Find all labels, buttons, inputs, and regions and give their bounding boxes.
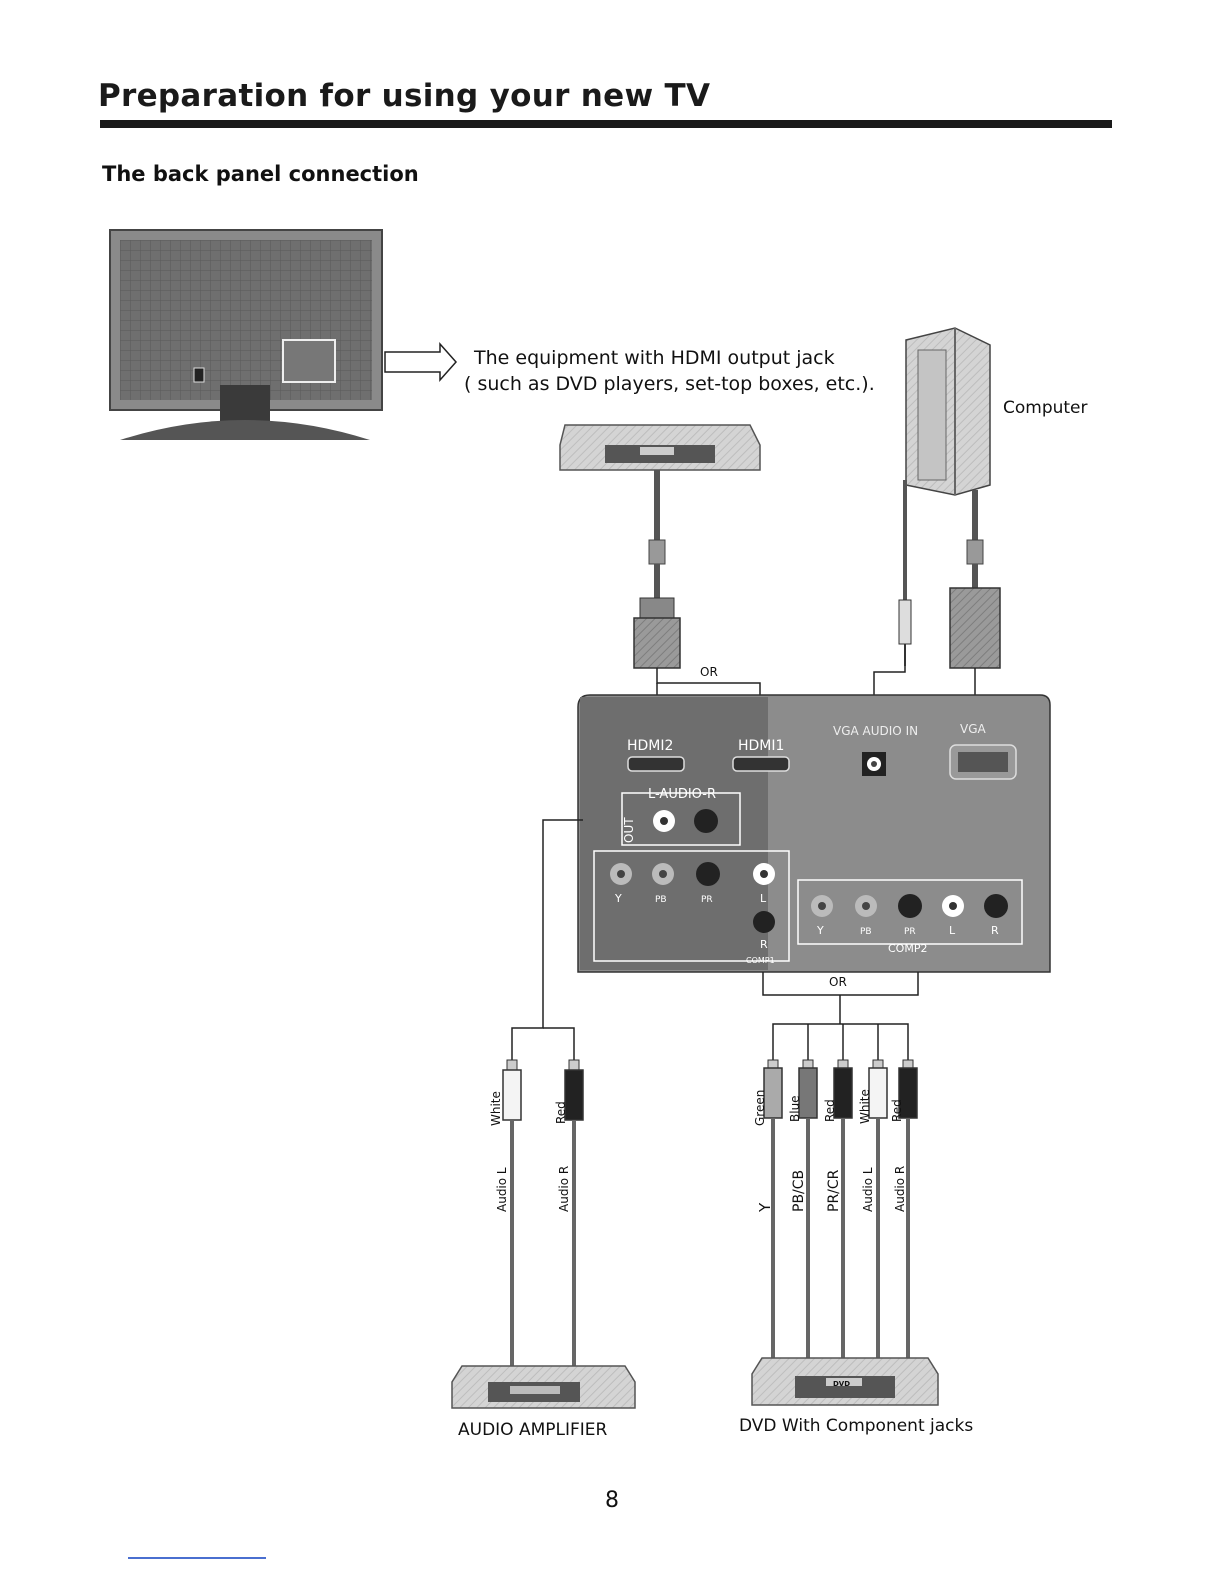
comp1-y-jack	[610, 863, 632, 885]
hdmi2-label: HDMI2	[627, 738, 673, 754]
computer-label: Computer	[1003, 398, 1088, 418]
amp-cable-red	[564, 1059, 584, 1368]
comp1-l-jack	[753, 863, 775, 885]
amp-cable-white	[502, 1059, 522, 1368]
comp2-label: COMP2	[888, 942, 927, 955]
vga-label: VGA	[960, 722, 987, 736]
hdmi1-port	[732, 756, 790, 772]
comp2-y-label: Y	[816, 924, 824, 937]
comp2-pr-jack	[898, 894, 922, 918]
comp2-l-jack	[942, 895, 964, 917]
audio-amplifier-image	[451, 1365, 636, 1409]
dvd-component-label: DVD With Component jacks	[739, 1416, 973, 1436]
comp1-l-label: L	[760, 892, 767, 905]
dvd-cable-green	[763, 1059, 783, 1360]
vga-audio-in-port	[862, 752, 886, 776]
dvd-cable-green-color: Green	[753, 1090, 767, 1126]
vga-audio-cable	[873, 480, 912, 760]
title-rule	[100, 120, 1112, 128]
or-bottom: OR	[829, 975, 847, 989]
hdmi-dvd-player-image	[559, 424, 761, 471]
footer-link[interactable]	[128, 1557, 266, 1559]
dvd-cable-red-color: Red	[823, 1099, 837, 1122]
page-number: 8	[605, 1488, 619, 1513]
dvd-badge: DVD	[833, 1380, 850, 1388]
audio-out-frame	[621, 792, 741, 846]
page-title: Preparation for using your new TV	[98, 78, 711, 114]
comp2-l-label: L	[949, 924, 956, 937]
hdmi1-label: HDMI1	[738, 738, 784, 754]
dvd-cable-audio-r-signal: Audio R	[893, 1166, 907, 1212]
audio-out-l-jack	[653, 810, 675, 832]
audio-out-line	[511, 819, 583, 1060]
out-label: OUT	[622, 817, 636, 843]
comp2-pr-label: PR	[904, 927, 916, 937]
comp2-y-jack	[811, 895, 833, 917]
comp1-pr-jack	[696, 862, 720, 886]
comp1-pb-jack	[652, 863, 674, 885]
audio-out-r-jack	[694, 809, 718, 833]
comp1-pb-label: PB	[655, 895, 667, 905]
section-heading: The back panel connection	[102, 162, 419, 186]
amp-cable-white-signal: Audio L	[495, 1167, 509, 1212]
back-panel	[577, 694, 1051, 973]
dvd-cable-blue-color: Blue	[788, 1095, 802, 1122]
hdmi2-port	[627, 756, 685, 772]
vga-port	[949, 744, 1017, 780]
component-dvd-image	[751, 1357, 939, 1406]
comp2-r-jack	[984, 894, 1008, 918]
dvd-cable-white-color: White	[858, 1089, 872, 1124]
or-top: OR	[700, 665, 718, 679]
vga-audio-in-label: VGA AUDIO IN	[833, 724, 918, 738]
hdmi-equipment-line2: ( such as DVD players, set-top boxes, et…	[464, 373, 875, 395]
hdmi-cable	[633, 470, 761, 742]
amp-cable-white-color: White	[489, 1091, 503, 1126]
dvd-cable-blue	[798, 1059, 818, 1360]
comp2-frame	[797, 879, 1023, 945]
amp-cable-red-color: Red	[554, 1101, 568, 1124]
hdmi-equipment-line1: The equipment with HDMI output jack	[473, 347, 835, 369]
dvd-cable-y-signal: Y	[756, 1202, 774, 1213]
comp2-r-label: R	[991, 924, 999, 937]
dvd-cable-pr-signal: PR/CR	[826, 1169, 842, 1212]
dvd-cable-red-audio-color: Red	[890, 1099, 904, 1122]
audio-amplifier-label: AUDIO AMPLIFIER	[458, 1420, 608, 1440]
comp1-y-label: Y	[614, 892, 622, 905]
comp1-r-label: R	[760, 938, 768, 951]
comp1-r-jack	[753, 911, 775, 933]
dvd-cable-red	[833, 1059, 853, 1360]
amp-cable-red-signal: Audio R	[557, 1166, 571, 1212]
audio-out-label: L-AUDIO-R	[648, 787, 716, 802]
dvd-cable-red-audio	[898, 1059, 918, 1360]
dvd-cable-audio-l-signal: Audio L	[861, 1167, 875, 1212]
tv-back-image	[109, 229, 383, 440]
dvd-cable-white	[868, 1059, 888, 1360]
comp1-label: COMP1	[746, 956, 775, 965]
vga-cable	[949, 490, 1001, 760]
component-or-bracket	[762, 972, 919, 1060]
comp2-pb-label: PB	[860, 927, 872, 937]
comp1-frame	[593, 850, 790, 962]
comp1-pr-label: PR	[701, 895, 713, 905]
arrow-icon	[384, 342, 458, 382]
comp2-pb-jack	[855, 895, 877, 917]
computer-image	[905, 327, 991, 496]
dvd-cable-pb-signal: PB/CB	[791, 1170, 807, 1212]
